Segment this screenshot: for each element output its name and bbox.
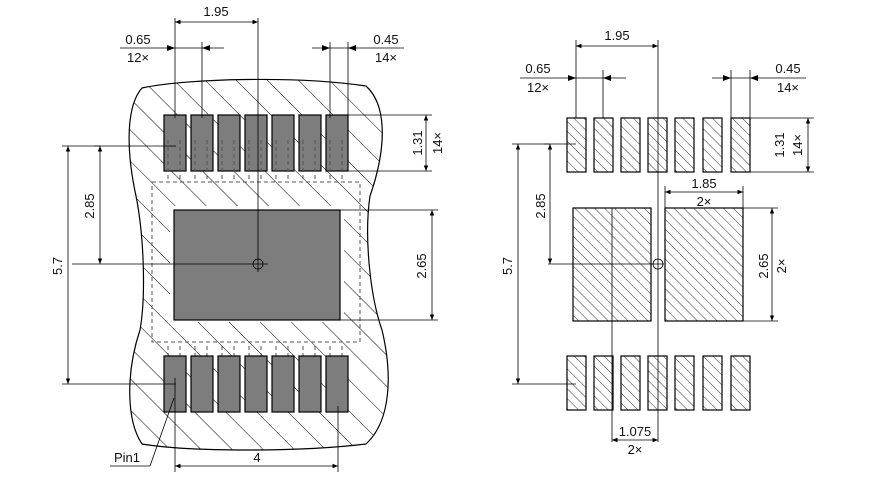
pin1-label: Pin1 (114, 450, 140, 465)
right-top-pad-row (566, 117, 751, 173)
right-span-label: 5.7 (500, 257, 515, 275)
right-gap-label: 1.075 (619, 424, 652, 439)
left-offset-label: 2.85 (82, 193, 97, 218)
right-exposed-pad-height-count: 2× (774, 259, 789, 274)
right-offset-label: 2.85 (533, 193, 548, 218)
right-top-pad (593, 117, 614, 173)
right-pad-length-label: 1.31 (772, 132, 787, 157)
left-width-label: 4 (253, 450, 260, 465)
left-bottom-pad (190, 355, 214, 413)
right-top-pad (674, 117, 695, 173)
left-package-outline (151, 181, 361, 343)
right-end-pad-count: 14× (777, 80, 799, 95)
left-top-pad-row (163, 114, 349, 172)
left-pad-width-label: 0.65 (125, 32, 150, 47)
left-top-pad (271, 114, 295, 172)
left-pad-width-count: 12× (127, 50, 149, 65)
right-exposed-pad-height-label: 2.65 (756, 253, 771, 278)
right-pad-length-count: 14× (790, 134, 805, 156)
right-pad-width-count: 12× (527, 80, 549, 95)
right-top-pad (566, 117, 587, 173)
right-pitch-label: 1.95 (604, 28, 629, 43)
left-span-label: 5.7 (50, 257, 65, 275)
right-pad-width-label: 0.65 (525, 61, 550, 76)
right-exposed-pad-width-count: 2× (697, 194, 712, 209)
left-top-pad (325, 114, 349, 172)
left-top-pad (163, 114, 187, 172)
right-center-mark (652, 258, 664, 270)
left-pad-length-label: 1.31 (410, 130, 425, 155)
left-end-pad-count: 14× (375, 50, 397, 65)
right-bottom-pad-row (566, 355, 751, 411)
right-bottom-pad (620, 355, 641, 411)
left-bottom-pad (325, 355, 349, 413)
left-view: 1.95 0.65 12× 0.45 14× 1.31 14× 2.85 5.7 (50, 4, 445, 472)
right-bottom-pad (647, 355, 668, 411)
right-top-pad (730, 117, 751, 173)
left-bottom-pad-row (163, 355, 349, 413)
left-top-pad (298, 114, 322, 172)
right-gap-count: 2× (628, 442, 643, 457)
left-center-mark (252, 258, 264, 270)
right-bottom-pad (593, 355, 614, 411)
left-top-pad (244, 114, 268, 172)
left-exposed-pad-height-label: 2.65 (414, 253, 429, 278)
left-end-pad-label: 0.45 (373, 32, 398, 47)
right-top-pad (702, 117, 723, 173)
right-end-pad-label: 0.45 (775, 61, 800, 76)
right-bottom-pad (702, 355, 723, 411)
left-pitch-label: 1.95 (203, 4, 228, 19)
left-top-pad (217, 114, 241, 172)
left-bottom-pad (298, 355, 322, 413)
left-top-pad (190, 114, 214, 172)
right-exposed-pad-right (664, 207, 744, 322)
left-bottom-pad (244, 355, 268, 413)
right-view: 1.95 0.65 12× 0.45 14× 1.31 14× 1.85 2× … (500, 28, 814, 457)
right-bottom-pad (730, 355, 751, 411)
right-bottom-pad (566, 355, 587, 411)
left-exposed-pad (173, 209, 341, 321)
right-exposed-pad-width-label: 1.85 (691, 176, 716, 191)
left-bottom-pad (271, 355, 295, 413)
left-bottom-pad (217, 355, 241, 413)
right-top-pad (620, 117, 641, 173)
right-top-pad (647, 117, 668, 173)
left-pad-length-count: 14× (430, 132, 445, 154)
right-bottom-pad (674, 355, 695, 411)
